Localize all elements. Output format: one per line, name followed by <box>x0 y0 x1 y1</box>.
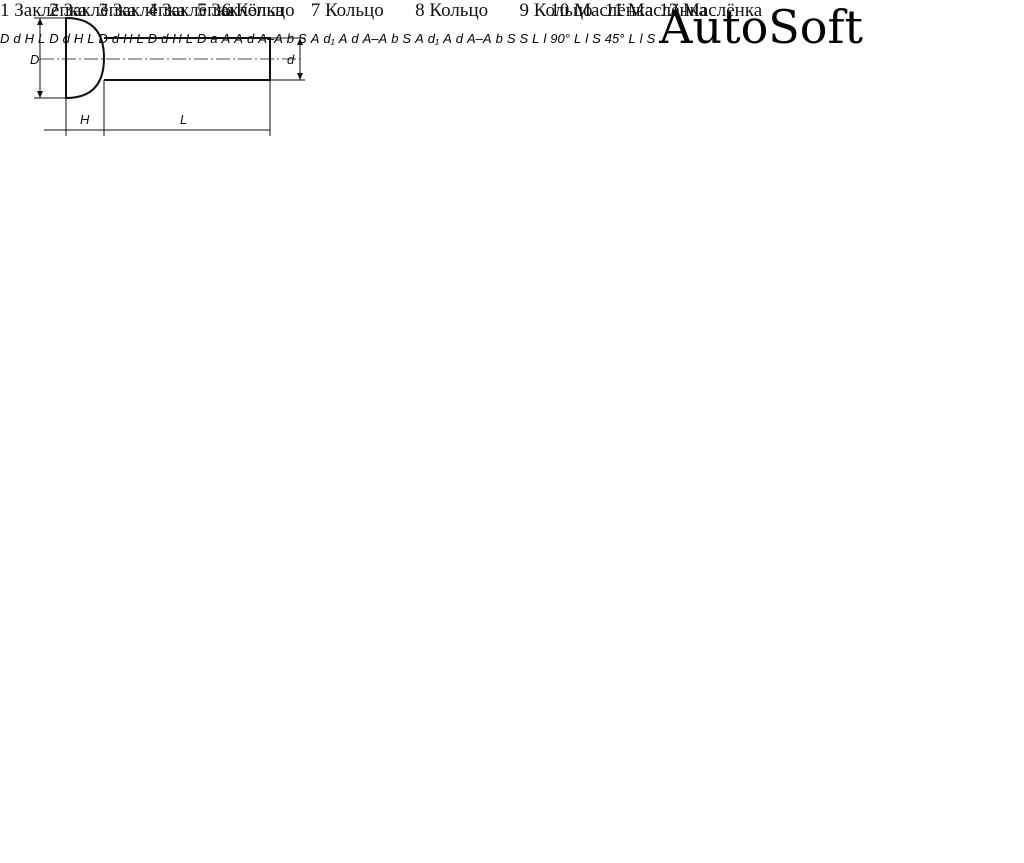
dim-d-label: d <box>287 52 295 67</box>
dim-H-label: H <box>80 112 90 127</box>
dim-L-label: L <box>87 31 95 46</box>
caption-9: 9 Кольцо <box>519 0 593 21</box>
dim-S-label: S <box>402 31 412 46</box>
caption-6: 6 Кольцо <box>221 0 295 21</box>
caption-10: 10 Маслёнка <box>550 0 654 21</box>
dim-d-label: d <box>13 31 21 46</box>
dim-d-label: d <box>455 31 464 46</box>
dim-S-label: S <box>592 31 601 46</box>
dim-H-label: H <box>73 31 84 46</box>
dim-H-label: H <box>24 31 35 46</box>
dim-l-label: l <box>543 31 547 46</box>
section-A-label: A <box>415 31 424 46</box>
dim-L-label: L <box>573 31 582 46</box>
angle-90-label: 90° <box>550 31 570 46</box>
caption-8: 8 Кольцо <box>415 0 489 21</box>
dim-l-label: l <box>585 31 589 46</box>
section-AA-label: A–A <box>467 31 492 46</box>
dim-b-label: b <box>495 31 503 46</box>
caption-1: 1 Заклёпка <box>0 0 87 21</box>
caption-2: 2 Заклёпка <box>49 0 137 21</box>
ring-8-drawing: A d₁ A d A–A b S <box>311 30 415 47</box>
caption-12: 12 Маслёнка <box>659 0 763 21</box>
caption-11: 11 Маслёнка <box>604 0 708 21</box>
dim-d-label: d <box>351 31 359 46</box>
caption-5: 5 Заклёпка <box>197 0 284 21</box>
dim-S-label: S <box>646 31 656 46</box>
caption-7: 7 Кольцо <box>310 0 384 21</box>
section-A-label: A <box>338 31 348 46</box>
dim-D-label: D <box>49 31 59 46</box>
dim-D-label: D <box>98 31 108 46</box>
dim-d1-label: d₁ <box>427 31 440 46</box>
caption-4: 4 Заклёпка <box>147 0 235 21</box>
dim-d1-label: d₁ <box>323 31 335 46</box>
section-A-label: A <box>310 31 320 46</box>
caption-3: 3 Заклёпка <box>98 0 186 21</box>
section-A-label: A <box>443 31 452 46</box>
dim-S-label: S <box>506 31 516 46</box>
dim-L-label: L <box>628 31 636 46</box>
section-AA-label: A–A <box>362 31 388 46</box>
dim-L-label: L <box>532 31 540 46</box>
watermark: AutoSoft <box>659 0 863 54</box>
ring-9-drawing: A d₁ A d A–A b S <box>415 30 519 47</box>
dim-D-label: D <box>0 31 10 46</box>
dim-D-label: D <box>30 52 39 67</box>
dim-l-label: l <box>639 31 643 46</box>
nipple-10-drawing: S L l <box>520 30 551 47</box>
dim-S-label: S <box>519 31 529 46</box>
dim-L-label: L <box>180 112 187 127</box>
dim-b-label: b <box>391 31 399 46</box>
angle-45-label: 45° <box>604 31 625 46</box>
nipple-12-drawing: 45° L l S <box>605 30 659 47</box>
nipple-11-drawing: 90° L l S <box>550 30 604 47</box>
rivet-1-drawing: D d H L <box>30 16 305 136</box>
